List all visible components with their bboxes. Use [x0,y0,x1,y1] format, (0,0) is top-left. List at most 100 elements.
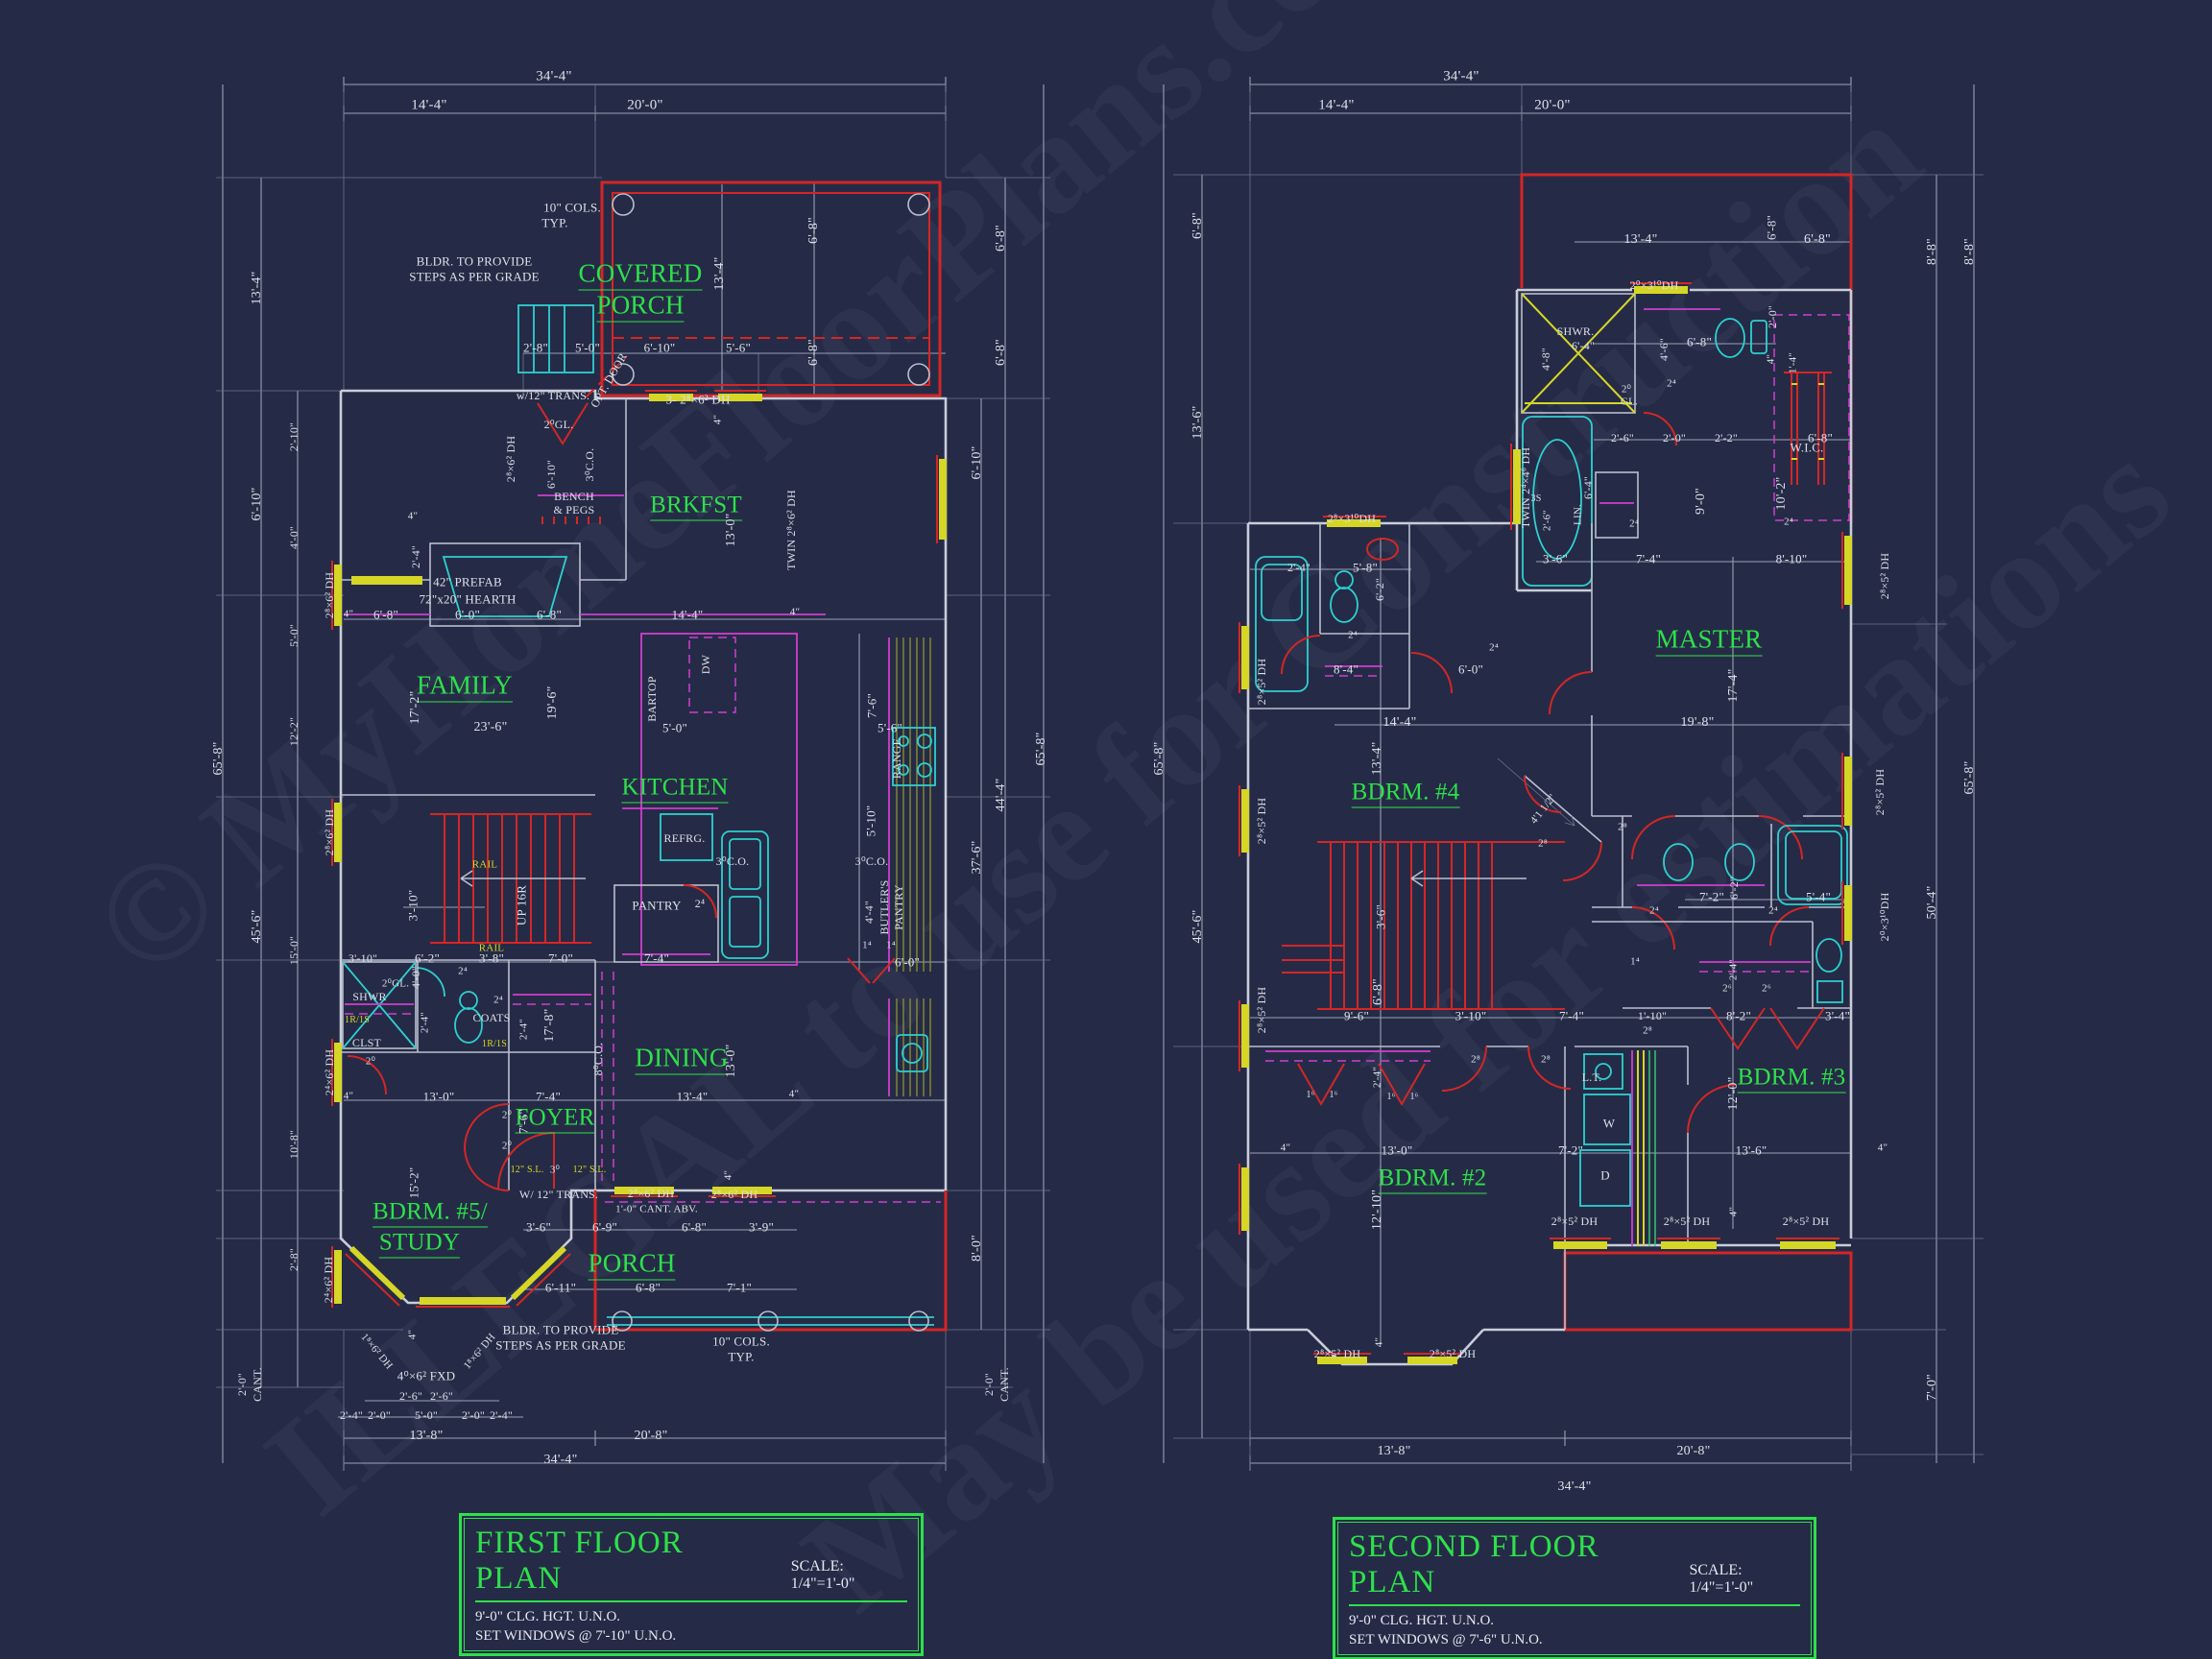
plan-label: 4" [789,606,801,618]
plan-label: BDRM. #2 [1378,1166,1487,1194]
plan-label: 13'-4" [712,256,727,291]
first-floor-title: FIRST FLOOR PLAN [475,1526,684,1596]
plan-label: 2⁸×6² DH [627,1187,675,1200]
plan-label: 2⁸ [1541,1053,1551,1066]
plan-label: 5'-10" [863,805,878,837]
plan-label: BUTLER'S [878,879,891,935]
plan-label: 13'-0" [1381,1142,1413,1158]
plan-label: 17'-8" [542,1008,557,1043]
plan-label: 12'-10" [1370,1189,1384,1231]
plan-label: 4'-4" [862,900,876,925]
plan-label: 2'-6" [398,1389,423,1403]
plan-label: TYP. [541,215,568,230]
plan-label: REFRG. [663,831,706,845]
plan-label: D [1600,1167,1610,1183]
plan-label: 6'-2" [415,950,440,966]
plan-label: 3'-10" [1455,1008,1487,1023]
plan-label: 1'-10" [1637,1009,1668,1022]
plan-label: 2⁰ [501,1140,513,1152]
plan-label: 2⁸ [1471,1053,1480,1066]
plan-label: 1R/1S [481,1039,508,1049]
plan-label: 20'-0" [627,97,663,113]
plan-label: 5'-6" [878,720,902,735]
plan-label: 1⁶ [1409,1092,1419,1102]
plan-label: 3- 2⁸×6² DH [665,392,731,407]
plan-label: 3'-6" [1373,904,1388,929]
plan-label: 6'-10" [643,340,676,355]
plan-label: 10'-8" [287,1129,301,1160]
plan-label: 3'-9" [749,1219,774,1235]
plan-label: 19'-6" [545,685,560,720]
plan-label: 15'-2" [406,1166,421,1199]
plan-label: CANT. [251,1367,264,1402]
plan-label: 13'-0" [422,1089,455,1104]
first-floor-scale: SCALE: 1/4"=1'-0" [790,1558,855,1592]
plan-label: BDRM. #4 [1351,781,1460,808]
title-underline [1349,1604,1800,1606]
plan-label: RANGE [890,737,903,780]
plan-label: 2⁴×6² DH [322,1256,335,1304]
plan-label: 5'-4" [1806,889,1831,904]
second-floor-title-block: SECOND FLOOR PLAN SCALE: 1/4"=1'-0" 9'-0… [1333,1517,1816,1659]
plan-label: PANTRY [892,884,905,930]
plan-label: 44'-4" [994,778,1008,812]
plan-label: 3⁰C.O. [715,854,750,868]
plan-label: 6'-8" [806,217,821,244]
plan-label: 6'-0" [455,607,480,622]
plan-label: 4" [1280,1142,1291,1154]
plan-label: 2'-10" [287,421,301,452]
plan-label: 1⁶ [1329,1090,1338,1100]
plan-label: 6'-8" [994,225,1008,252]
plan-label: 2⁸×3¹⁰DH [1327,512,1377,525]
plan-label: SHWR. [1556,325,1595,338]
plan-label: L.T. [1581,1070,1602,1084]
plan-label: 3⁰C.O. [583,447,596,482]
plan-label: 23'-6" [473,720,508,734]
plan-label: 4" [1877,1142,1888,1154]
plan-label: STEPS AS PER GRADE [409,269,540,284]
plan-label: 4" [722,1169,734,1181]
plan-label: 8'-4" [1334,661,1358,677]
plan-label: KITCHEN [621,776,729,804]
plan-label: 4" [343,608,354,620]
plan-label: 7'-0" [548,950,573,966]
plan-label: 2⁸×6² DH [323,808,336,856]
plan-label: & PEGS [553,503,595,517]
plan-label: 4⁰×6² FXD [397,1368,456,1383]
plan-label: 65'-8" [211,741,226,776]
plan-label: 6'-8" [1190,212,1205,239]
plan-label: 2⁸×6² DH [504,435,517,483]
plan-label: 15'-0" [287,935,301,966]
plan-label: 4" [406,1329,419,1340]
second-floor-scale: SCALE: 1/4"=1'-0" [1689,1562,1754,1596]
plan-label: 4'-0" [409,965,422,990]
plan-label: 3'-6" [526,1219,551,1235]
plan-label: 6'-11" [544,1280,577,1295]
plan-label: 1'-0" CANT. ABV. [615,1203,698,1215]
plan-label: BLDR. TO PROVIDE [416,253,533,269]
plan-label: 45'-6" [250,909,264,944]
plan-label: 2'-4" [339,1408,364,1422]
plan-label: 45'-6" [1190,909,1205,944]
plan-label: 2'-4" [409,544,422,569]
plan-label: 2⁴ [1768,904,1778,917]
plan-label: PORCH [588,1250,676,1281]
plan-label: 6'-10" [544,459,558,490]
plan-label: RAIL [471,858,498,871]
plan-label: 2⁴ [1629,517,1639,530]
plan-label: 6'-4" [1571,339,1596,352]
plan-label: 1R/1S [344,1015,371,1025]
plan-label: w/12" TRANS. [516,389,590,402]
plan-label: 5'-8" [1353,560,1378,575]
plan-label: 7'-6" [864,693,879,718]
plan-label: 2⁴×6² DH [323,1048,336,1096]
plan-label: 3⁰C.O. [854,854,889,868]
plan-label: BDRM. #5/ [373,1200,488,1228]
plan-label: 3'-10" [405,889,421,922]
plan-label: 6'-2" [1373,577,1386,602]
plan-label: 2⁸ [1538,837,1548,850]
plan-label: 17'-2" [408,690,422,725]
first-floor-note-ceiling: 9'-0" CLG. HGT. U.N.O. [475,1609,621,1624]
plan-label: UP 16R [514,884,529,926]
plan-label: 2'-4" [1727,958,1740,981]
